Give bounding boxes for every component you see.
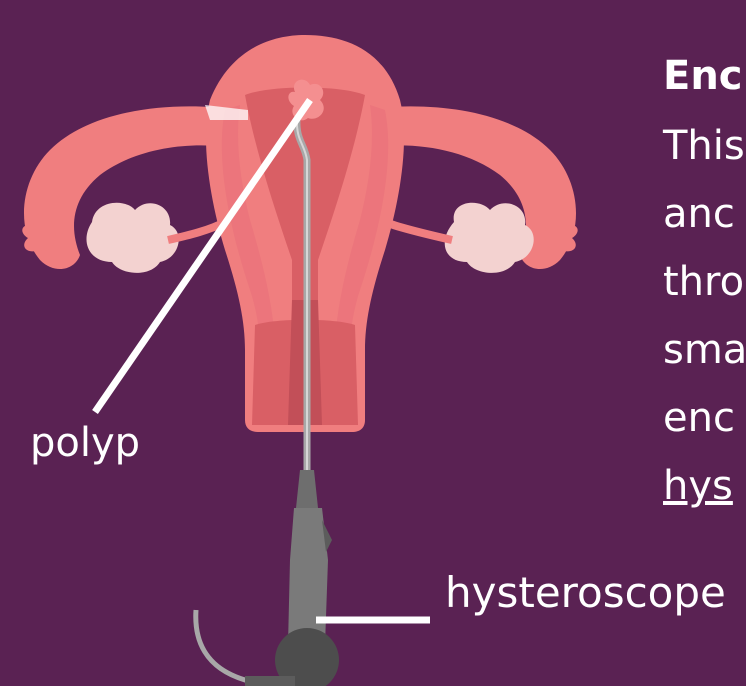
- left-ovary: [86, 203, 178, 273]
- hysteroscopy-link[interactable]: hys: [663, 452, 746, 520]
- polyp-label: polyp: [30, 420, 140, 466]
- description-panel: Enc This anc thro sma enc hys: [663, 48, 746, 520]
- right-ovary: [445, 203, 534, 273]
- right-ligament: [385, 222, 452, 240]
- description-line: This: [663, 112, 746, 180]
- description-title: Enc: [663, 48, 746, 104]
- hysteroscope-cable: [196, 610, 290, 680]
- hysteroscope-neck: [296, 470, 318, 508]
- description-line: thro: [663, 248, 746, 316]
- description-line: anc: [663, 180, 746, 248]
- hysteroscope-handle: [288, 508, 328, 645]
- description-line: enc: [663, 384, 746, 452]
- hysteroscope-connector: [245, 676, 295, 686]
- hysteroscope-label: hysteroscope: [445, 568, 726, 617]
- description-line: sma: [663, 316, 746, 384]
